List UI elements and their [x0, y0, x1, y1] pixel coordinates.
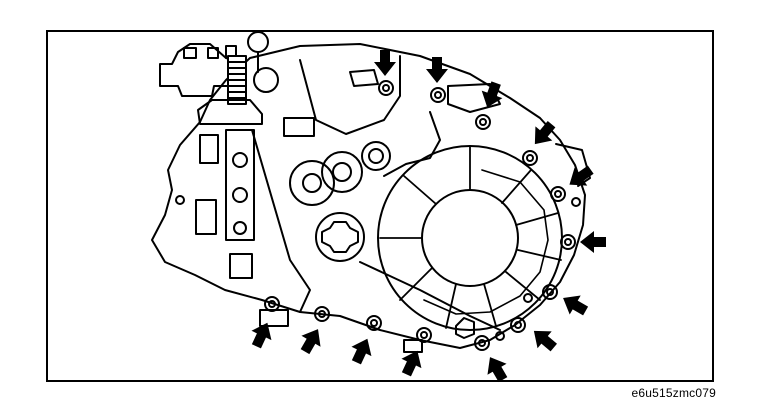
upper-rib	[383, 111, 441, 177]
arrow-icon	[425, 56, 449, 84]
shift-lever-ball	[253, 67, 279, 93]
shaft-bore-outer	[289, 160, 335, 206]
bolt-icon	[560, 234, 576, 250]
shaft-bore-inner	[332, 162, 352, 182]
bolt-icon	[416, 327, 432, 343]
hex-boss	[455, 317, 475, 339]
bolt-icon	[430, 87, 446, 103]
bolt-icon	[366, 315, 382, 331]
diagonal-brace	[359, 261, 501, 331]
side-tab	[199, 134, 219, 164]
bolt-icon	[522, 150, 538, 166]
bolt-icon	[495, 331, 505, 341]
differential-bore-spline	[321, 221, 359, 253]
left-boss	[233, 221, 247, 235]
bolt-icon	[264, 296, 280, 312]
shift-lever-knob	[247, 31, 269, 53]
shift-rod	[227, 55, 247, 105]
bolt-icon	[542, 284, 558, 300]
differential-bore-outer	[315, 212, 365, 262]
top-flange	[349, 69, 379, 87]
shaft-bore-outer	[321, 151, 363, 193]
radial-ribs	[379, 145, 562, 329]
bolt-icon	[314, 306, 330, 322]
side-hole	[175, 195, 185, 205]
figure-code: e6u515zmc079	[631, 386, 716, 400]
arrow-icon	[556, 287, 593, 322]
left-boss	[232, 152, 248, 168]
bolt-icon	[475, 114, 491, 130]
bolt-icon	[523, 293, 533, 303]
arrow-icon	[245, 317, 279, 352]
left-boss	[232, 187, 248, 203]
housing-tab	[183, 47, 197, 59]
bolt-icon	[474, 335, 490, 351]
arrow-icon	[525, 321, 562, 357]
rib-web	[423, 169, 549, 315]
bolt-icon	[550, 186, 566, 202]
rod-bracket	[197, 99, 263, 125]
shaft-bore-inner	[302, 173, 322, 193]
arrow-icon	[579, 230, 607, 254]
bolts	[264, 80, 581, 351]
case-outline	[151, 43, 586, 349]
upper-rib	[299, 55, 401, 135]
bolt-icon	[510, 317, 526, 333]
arrow-icon	[373, 49, 397, 77]
upper-pocket	[283, 117, 315, 137]
shaft-bore-outer	[361, 141, 391, 171]
shaft-bore-inner	[368, 148, 384, 164]
arrow-icon	[479, 350, 514, 387]
bolt-icon	[378, 80, 394, 96]
lower-tab	[403, 339, 423, 353]
housing-tab	[207, 47, 219, 59]
left-rib-block	[225, 129, 255, 241]
lower-left-block	[229, 253, 253, 279]
lower-tab	[259, 309, 289, 327]
center-brace	[251, 129, 311, 313]
bolt-icon	[571, 197, 581, 207]
arrow-icon	[562, 159, 599, 195]
side-tab	[195, 199, 217, 235]
top-flange	[447, 83, 501, 113]
arrow-icon	[294, 322, 329, 359]
arrow-icon	[345, 333, 379, 368]
